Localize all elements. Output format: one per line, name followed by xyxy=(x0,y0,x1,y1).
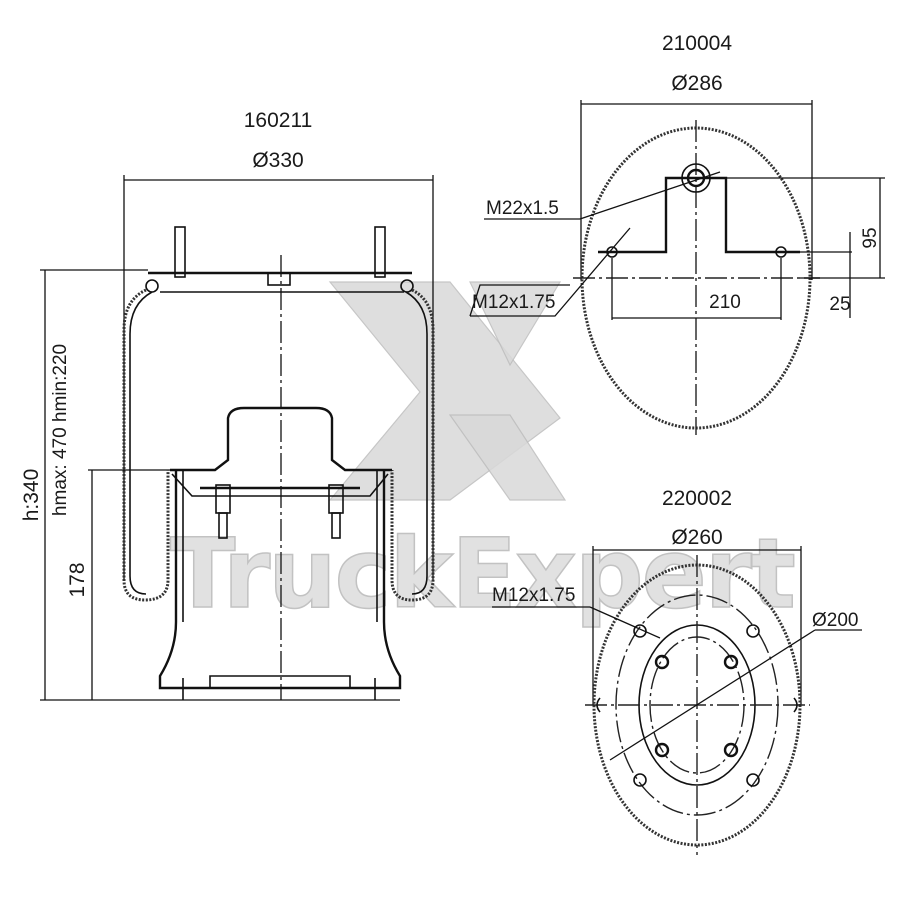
height-label: h:340 xyxy=(20,469,43,522)
watermark-logo xyxy=(328,281,567,501)
side-thread-label: M12x1.75 xyxy=(472,292,555,313)
piston-bottom-view: 220002 Ø260 Ø200 M12x1.75 xyxy=(492,487,862,855)
top-diameter-label: Ø286 xyxy=(671,72,722,95)
top-plate-view: 210004 Ø286 210 95 25 M22x1.5 M12x1.75 xyxy=(469,32,885,435)
side-diameter-label: Ø330 xyxy=(252,149,303,172)
piston-part-number: 220002 xyxy=(662,487,732,510)
piston-height-label: 178 xyxy=(66,562,89,597)
top-part-number: 210004 xyxy=(662,32,732,55)
side-view: 160211 Ø330 xyxy=(20,109,435,701)
watermark-text: TruckExpert xyxy=(170,518,794,630)
piston-diameter-label: Ø260 xyxy=(671,526,722,549)
height-range-label: hmax: 470 hmin:220 xyxy=(50,344,71,516)
bolt-circle-label: Ø200 xyxy=(812,610,858,631)
side-part-number: 160211 xyxy=(244,109,313,132)
piston-thread-label: M12x1.75 xyxy=(492,585,575,606)
offset-95-label: 95 xyxy=(860,227,881,248)
center-thread-label: M22x1.5 xyxy=(486,198,559,219)
offset-25-label: 25 xyxy=(829,294,850,315)
bolt-spacing-label: 210 xyxy=(709,292,741,313)
